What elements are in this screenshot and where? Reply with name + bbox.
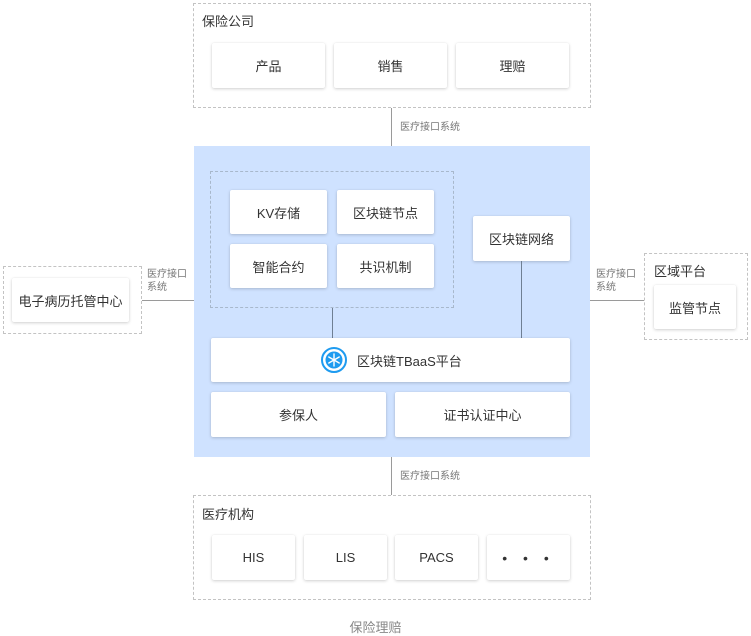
kv-storage-node[interactable]: KV存储	[230, 190, 327, 234]
bottom-connector	[391, 457, 392, 495]
snowflake-icon	[321, 347, 347, 373]
lis-node[interactable]: LIS	[304, 535, 387, 580]
claims-node[interactable]: 理赔	[456, 43, 569, 88]
supervision-node[interactable]: 监管节点	[654, 285, 736, 329]
platform-label: 区块链TBaaS平台	[357, 353, 462, 369]
blockchain-node[interactable]: 区块链节点	[337, 190, 434, 234]
medical-institution-group	[193, 495, 591, 600]
diagram-caption: 保险理赔	[349, 620, 402, 635]
emr-center-group	[3, 266, 142, 334]
certificate-authority-node[interactable]: 证书认证中心	[395, 392, 570, 437]
right-interface-label: 医疗接口 系统	[596, 268, 636, 294]
right-interface-label-line2: 系统	[596, 282, 616, 293]
emr-hosting-center-node[interactable]: 电子病历托管中心	[12, 278, 129, 322]
consensus-node[interactable]: 共识机制	[337, 244, 434, 288]
blockchain-core-group	[210, 171, 454, 308]
product-node[interactable]: 产品	[212, 43, 325, 88]
insurance-company-group	[193, 3, 591, 108]
core-to-platform-connector	[332, 308, 333, 338]
left-interface-label: 医疗接口 系统	[147, 268, 187, 294]
insurance-company-title: 保险公司	[202, 14, 255, 29]
right-interface-label-line1: 医疗接口	[596, 269, 636, 280]
more-node[interactable]: • • •	[487, 535, 570, 580]
pacs-node[interactable]: PACS	[395, 535, 478, 580]
regional-platform-group	[644, 253, 748, 340]
insured-person-node[interactable]: 参保人	[211, 392, 386, 437]
right-connector	[590, 300, 644, 301]
top-interface-label: 医疗接口系统	[400, 122, 460, 133]
top-connector	[391, 108, 392, 146]
sales-node[interactable]: 销售	[334, 43, 447, 88]
medical-institution-title: 医疗机构	[202, 507, 255, 522]
network-to-platform-connector	[521, 261, 522, 338]
regional-platform-title: 区域平台	[654, 264, 707, 279]
tbaas-platform-bar[interactable]: 区块链TBaaS平台	[211, 338, 570, 382]
his-node[interactable]: HIS	[212, 535, 295, 580]
left-interface-label-line2: 系统	[147, 282, 167, 293]
left-interface-label-line1: 医疗接口	[147, 269, 187, 280]
blockchain-network-node[interactable]: 区块链网络	[473, 216, 570, 261]
left-connector	[142, 300, 194, 301]
bottom-interface-label: 医疗接口系统	[400, 471, 460, 482]
smart-contract-node[interactable]: 智能合约	[230, 244, 327, 288]
